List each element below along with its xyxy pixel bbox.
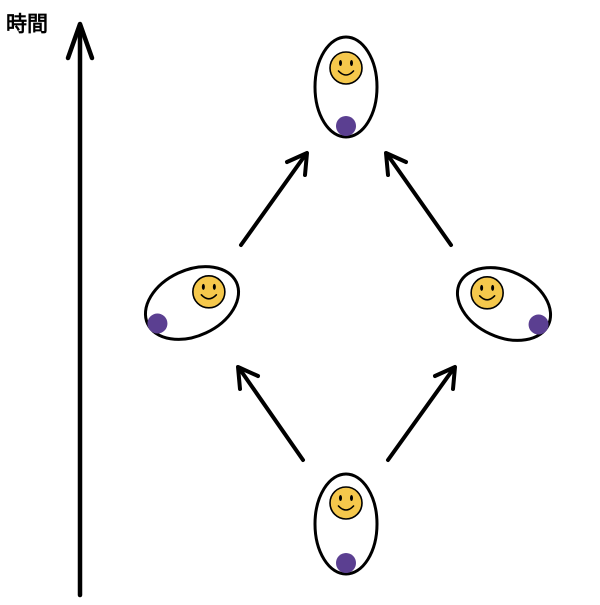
smiley-face-icon <box>329 51 363 85</box>
capsule-bottom <box>313 472 379 576</box>
smiley-face-icon <box>470 276 504 310</box>
smiley-face-icon <box>329 486 363 520</box>
smiley-face-icon <box>192 275 226 309</box>
arrow-bottom-to-right <box>386 365 457 462</box>
purple-ball-icon <box>528 314 549 335</box>
capsule-left <box>143 265 241 341</box>
time-axis-label: 時間 <box>6 12 48 36</box>
time-axis-arrow <box>65 21 95 598</box>
arrow-right-to-top <box>384 151 453 247</box>
arrow-bottom-to-left <box>236 365 305 462</box>
capsule-top <box>313 35 379 139</box>
capsule-right <box>455 266 553 342</box>
purple-ball-icon <box>336 116 356 136</box>
arrow-left-to-top <box>239 151 309 247</box>
purple-ball-icon <box>147 313 168 334</box>
purple-ball-icon <box>336 553 356 573</box>
